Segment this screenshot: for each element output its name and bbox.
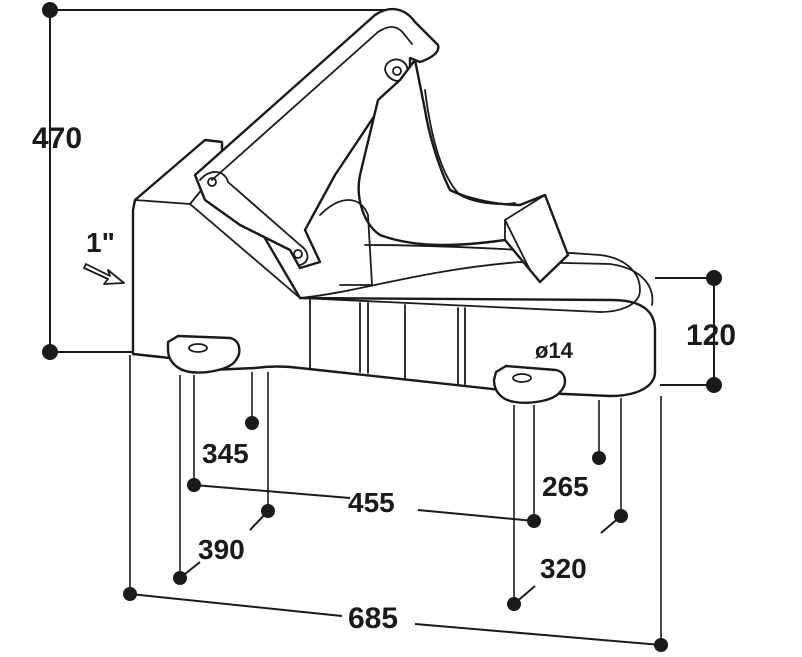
dim-120-top-dot <box>706 270 722 286</box>
lever-arm-hinge <box>384 58 409 82</box>
bowl-inner-edge <box>299 297 601 313</box>
label-390: 390 <box>198 534 245 565</box>
label-455: 455 <box>348 487 395 518</box>
lever-arm-inner <box>211 26 413 181</box>
right-mounting-foot <box>492 364 567 404</box>
valve-paddle <box>504 194 569 283</box>
label-hole-diameter: ø14 <box>535 338 574 363</box>
dim-685-right-segment <box>414 623 662 646</box>
right-foot-hole <box>512 373 532 383</box>
dim-455-left-segment <box>193 484 351 499</box>
dim-470-top-dot <box>42 2 58 18</box>
drinking-bowl-body <box>83 7 657 404</box>
label-120: 120 <box>686 319 736 352</box>
dim-455-left-dot <box>187 478 201 492</box>
label-345: 345 <box>202 438 249 469</box>
inner-scoop <box>319 199 373 286</box>
label-685: 685 <box>348 602 398 635</box>
dim-685-right-dot <box>654 638 668 652</box>
dim-685-left-dot <box>123 587 137 601</box>
bowl-rim <box>299 261 654 306</box>
block-front-edge <box>189 203 301 299</box>
dimension-labels: 470 1" 120 ø14 345 455 265 390 320 685 <box>32 122 736 635</box>
lever-pivot <box>293 249 303 259</box>
dim-265-dot <box>592 451 606 465</box>
dim-120-bottom-dot <box>706 377 722 393</box>
valve-paddle-edge <box>504 219 531 271</box>
label-inlet: 1" <box>86 227 115 258</box>
dim-455-right-dot <box>527 514 541 528</box>
dim-685-left-segment <box>129 593 343 617</box>
valve-housing-inner <box>424 89 516 205</box>
dim-390-left-dot <box>173 571 187 585</box>
valve-housing <box>357 58 570 284</box>
dim-320-right-dot <box>614 509 628 523</box>
label-320: 320 <box>540 553 587 584</box>
lever-arm-lower <box>199 171 309 266</box>
lever-arm <box>193 7 440 270</box>
label-265: 265 <box>542 471 589 502</box>
hinge-pin <box>392 66 402 76</box>
left-foot-hole <box>188 343 208 353</box>
lever-bolt <box>207 177 217 187</box>
dim-390-right-dot <box>261 504 275 518</box>
dim-470-bottom-dot <box>42 344 58 360</box>
left-mounting-foot <box>166 334 241 374</box>
dim-320-left-dot <box>507 597 521 611</box>
dimension-lines <box>42 2 722 652</box>
bowl-shell <box>131 138 657 398</box>
dim-455-right-segment <box>417 509 535 522</box>
bowl-inner-rim <box>364 244 641 313</box>
inlet-arrow-icon <box>83 263 125 285</box>
label-470: 470 <box>32 122 82 155</box>
dim-345-dot <box>245 416 259 430</box>
front-ribs <box>309 299 466 386</box>
